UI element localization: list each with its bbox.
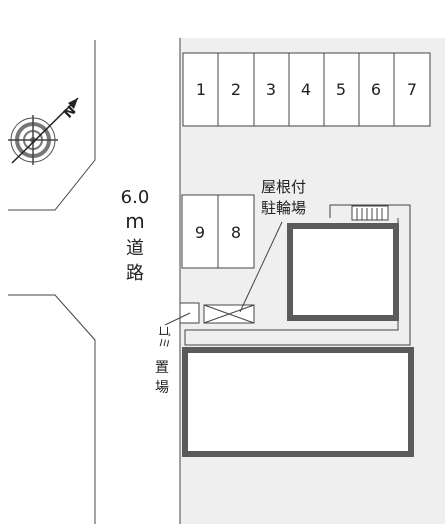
bike-label-leader (239, 221, 283, 313)
road-name-label: 路 (126, 263, 144, 284)
garbage-label: 場 (155, 380, 169, 396)
building-small (287, 223, 399, 321)
stall-label: 4 (301, 80, 311, 99)
bike-rack-icon (351, 205, 389, 221)
stall-label: 3 (266, 80, 276, 99)
walkway-outline (184, 204, 411, 346)
stall-label: 7 (407, 80, 417, 99)
compass-north-label: N (61, 103, 79, 121)
bike-parking-marker (203, 304, 255, 324)
building-large (182, 347, 414, 457)
road-name-label: 道 (126, 238, 144, 259)
road-edge-lower (8, 294, 96, 524)
stall-label: 5 (336, 80, 346, 99)
stall-label: 1 (196, 80, 206, 99)
garbage-label-leader (164, 312, 191, 326)
road-edge-upper (8, 40, 96, 211)
parking-row-small (181, 194, 255, 269)
stall-label: 8 (231, 223, 241, 242)
garbage-label: ゴミ (157, 325, 172, 349)
north-arrow-icon: N (8, 97, 79, 165)
bike-parking-label: 屋根付 (261, 178, 306, 196)
stall-label: 6 (371, 80, 381, 99)
parking-row-top (182, 52, 431, 127)
stall-label: 9 (195, 223, 205, 242)
bike-parking-label: 駐輪場 (261, 199, 306, 217)
stall-label: 2 (231, 80, 241, 99)
road-unit-label: m (125, 209, 144, 233)
garbage-label: 置 (155, 360, 169, 376)
road-width-label: 6.0 (121, 187, 150, 208)
